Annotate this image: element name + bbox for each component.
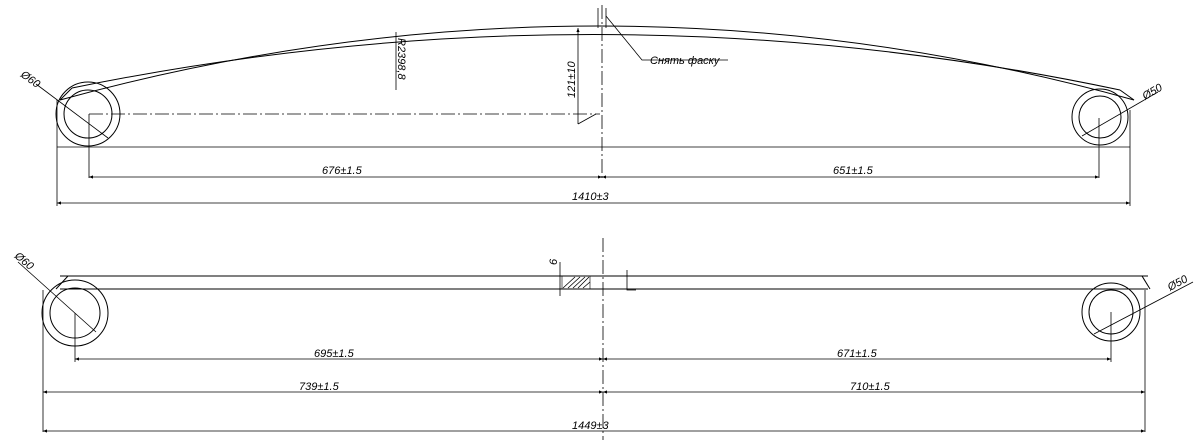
dim-left-label: 676±1.5 xyxy=(322,165,363,177)
dia-leader-right xyxy=(1081,91,1159,137)
leaf-end-left xyxy=(59,87,73,101)
camber-dim-tick xyxy=(577,113,597,125)
center-section-hatch xyxy=(561,275,591,290)
dia-leader-right xyxy=(1093,281,1194,335)
left-eye xyxy=(55,81,121,147)
dim-inner-right-label: 671±1.5 xyxy=(837,348,878,360)
dim-outer-left-label: 739±1.5 xyxy=(299,381,340,393)
top-view: Ø60 Ø50 R2398,8 121±10 Снять фаску 676±1… xyxy=(17,5,1165,206)
center-bolt-mark xyxy=(626,270,636,291)
chamfer-note: Снять фаску xyxy=(650,55,721,67)
dim-right-label: 651±1.5 xyxy=(833,165,874,177)
bottom-view: 6 Ø60 Ø50 695±1.5 671±1.5 739±1.5 710±1.… xyxy=(11,238,1194,440)
thickness-label: 6 xyxy=(548,258,560,265)
leaf-end-right xyxy=(1119,89,1135,101)
right-eye xyxy=(1071,88,1129,146)
dia-label-right: Ø50 xyxy=(1140,81,1166,103)
dia-leader-left xyxy=(35,83,109,139)
leaf-inner-arc xyxy=(71,34,1121,91)
dim-inner-left-label: 695±1.5 xyxy=(314,348,355,360)
dia-label-left: Ø60 xyxy=(11,249,36,273)
radius-label: R2398,8 xyxy=(395,38,407,80)
dia-leader-left xyxy=(17,261,97,333)
dim-total-label: 1449±3 xyxy=(572,420,610,432)
dia-label-right: Ø50 xyxy=(1165,273,1191,294)
chamfer-leader xyxy=(605,15,728,61)
dim-outer-right-label: 710±1.5 xyxy=(850,381,891,393)
leaf-end-right xyxy=(1141,275,1151,290)
dim-total-label: 1410±3 xyxy=(572,191,610,203)
leaf-outer-arc xyxy=(59,25,1135,101)
camber-label: 121±10 xyxy=(566,60,578,98)
dia-label-left: Ø60 xyxy=(17,68,42,91)
